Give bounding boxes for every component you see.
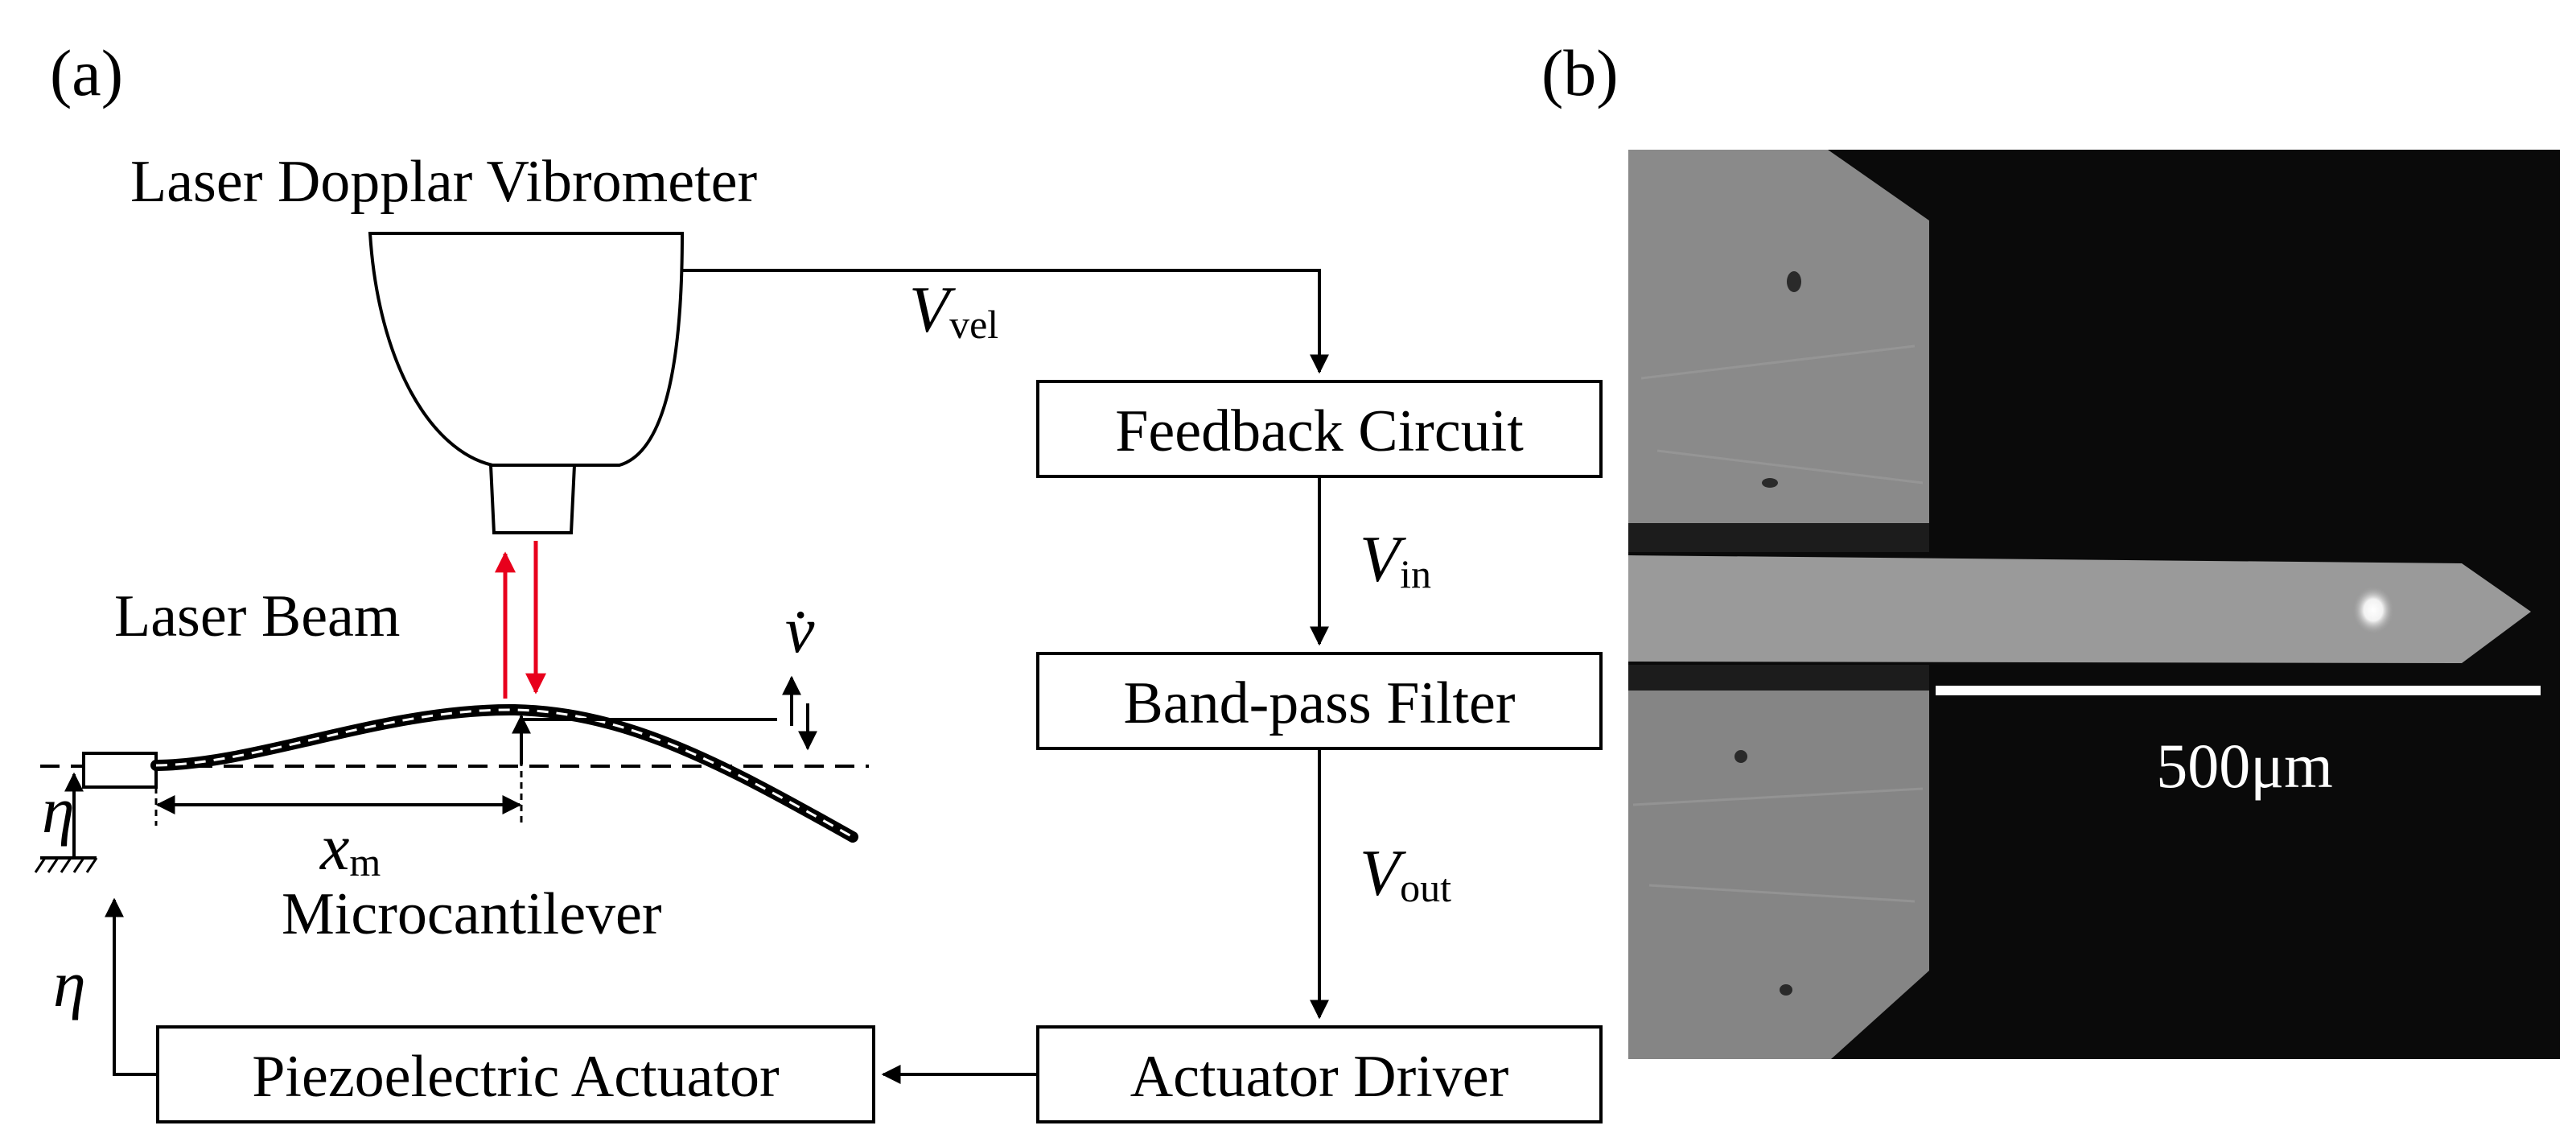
micrograph-cantilever bbox=[1628, 555, 2531, 663]
feedback-circuit-label: Feedback Circuit bbox=[1115, 398, 1524, 464]
ldv-label: Laser Dopplar Vibrometer bbox=[130, 149, 757, 215]
piezo-actuator-label: Piezoelectric Actuator bbox=[252, 1044, 779, 1110]
laser-beam-label: Laser Beam bbox=[114, 583, 400, 649]
piezo-actuator-box bbox=[156, 1025, 875, 1123]
signal-vel: Vvel bbox=[909, 273, 998, 347]
feedback-circuit-box bbox=[1036, 380, 1603, 478]
chip-texture bbox=[1632, 344, 1924, 903]
scale-bar bbox=[1936, 686, 2541, 695]
signal-xm: xm bbox=[319, 810, 381, 884]
chip-slot-bottom bbox=[1628, 665, 1929, 691]
scale-bar-label: 500μm bbox=[2156, 731, 2333, 801]
cantilever-clamp bbox=[82, 752, 158, 789]
panel-b-label: (b) bbox=[1541, 36, 1619, 109]
microcantilever-label: Microcantilever bbox=[282, 881, 662, 947]
chip-defects bbox=[1734, 271, 1801, 996]
wire-piezo-clamp bbox=[105, 897, 158, 1076]
microcantilever-centerline bbox=[155, 708, 854, 839]
panel-b: (b) 500μm bbox=[1541, 36, 2560, 1059]
wire-ldv-feedback bbox=[682, 269, 1329, 374]
ground-hatch bbox=[34, 857, 98, 873]
chip-body bbox=[1628, 150, 1929, 523]
eta-upper: η bbox=[42, 773, 75, 847]
ldv-head bbox=[368, 232, 685, 467]
ldv-lens bbox=[488, 464, 577, 534]
signal-in: Vin bbox=[1360, 522, 1431, 596]
eta-lower: η bbox=[53, 947, 86, 1020]
microcantilever-beam bbox=[150, 703, 858, 843]
actuator-driver-label: Actuator Driver bbox=[1130, 1044, 1509, 1110]
panel-a: (a) Laser Dopplar Vibrometer Laser Beam … bbox=[34, 36, 1603, 1123]
bandpass-filter-box bbox=[1036, 652, 1603, 750]
signal-out: Vout bbox=[1360, 836, 1451, 910]
bandpass-filter-label: Band-pass Filter bbox=[1123, 670, 1515, 736]
laser-spot bbox=[2352, 586, 2394, 634]
chip-body-lower bbox=[1628, 691, 1929, 1059]
chip-slot-top bbox=[1628, 523, 1929, 552]
vdot-label: v̇ bbox=[785, 593, 815, 666]
actuator-driver-box bbox=[1036, 1025, 1603, 1123]
panel-a-label: (a) bbox=[50, 36, 123, 109]
